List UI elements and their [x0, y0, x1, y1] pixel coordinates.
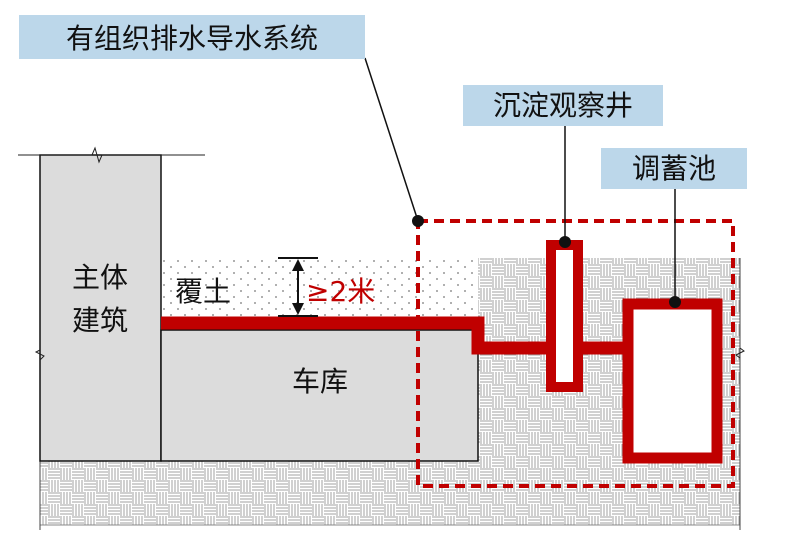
- soil-cover: [161, 258, 478, 320]
- tank-leader-dot: [669, 296, 681, 308]
- sediment-leader-dot: [559, 236, 571, 248]
- building-label-line1: 主体: [72, 261, 128, 294]
- system-label: 有组织排水导水系统: [66, 22, 318, 55]
- system-boundary: [416, 219, 735, 488]
- top-break-line: [18, 146, 205, 164]
- system-callout-box: [19, 15, 365, 59]
- sediment-callout-box: [463, 85, 663, 126]
- depth-arrow-up: [292, 259, 304, 271]
- garage: [160, 329, 479, 462]
- drainage-pipe: [161, 316, 551, 355]
- system-leader-dot: [412, 215, 424, 227]
- ground-lower: [40, 460, 740, 525]
- system-leader-line: [364, 57, 419, 222]
- tank-callout-box: [601, 148, 747, 189]
- sediment-well: [546, 240, 583, 392]
- tank-label: 调蓄池: [632, 152, 716, 185]
- main-building: [39, 154, 162, 462]
- building-label-line2: 建筑: [72, 304, 128, 337]
- depth-label: ≥2米: [306, 275, 375, 308]
- soil-label: 覆土: [175, 275, 231, 308]
- sediment-label: 沉淀观察井: [493, 89, 633, 122]
- garage-label: 车库: [292, 365, 348, 398]
- storage-tank: [622, 298, 723, 464]
- right-break-line: [735, 347, 745, 359]
- left-break-line: [34, 349, 45, 361]
- depth-arrow-down: [292, 303, 304, 315]
